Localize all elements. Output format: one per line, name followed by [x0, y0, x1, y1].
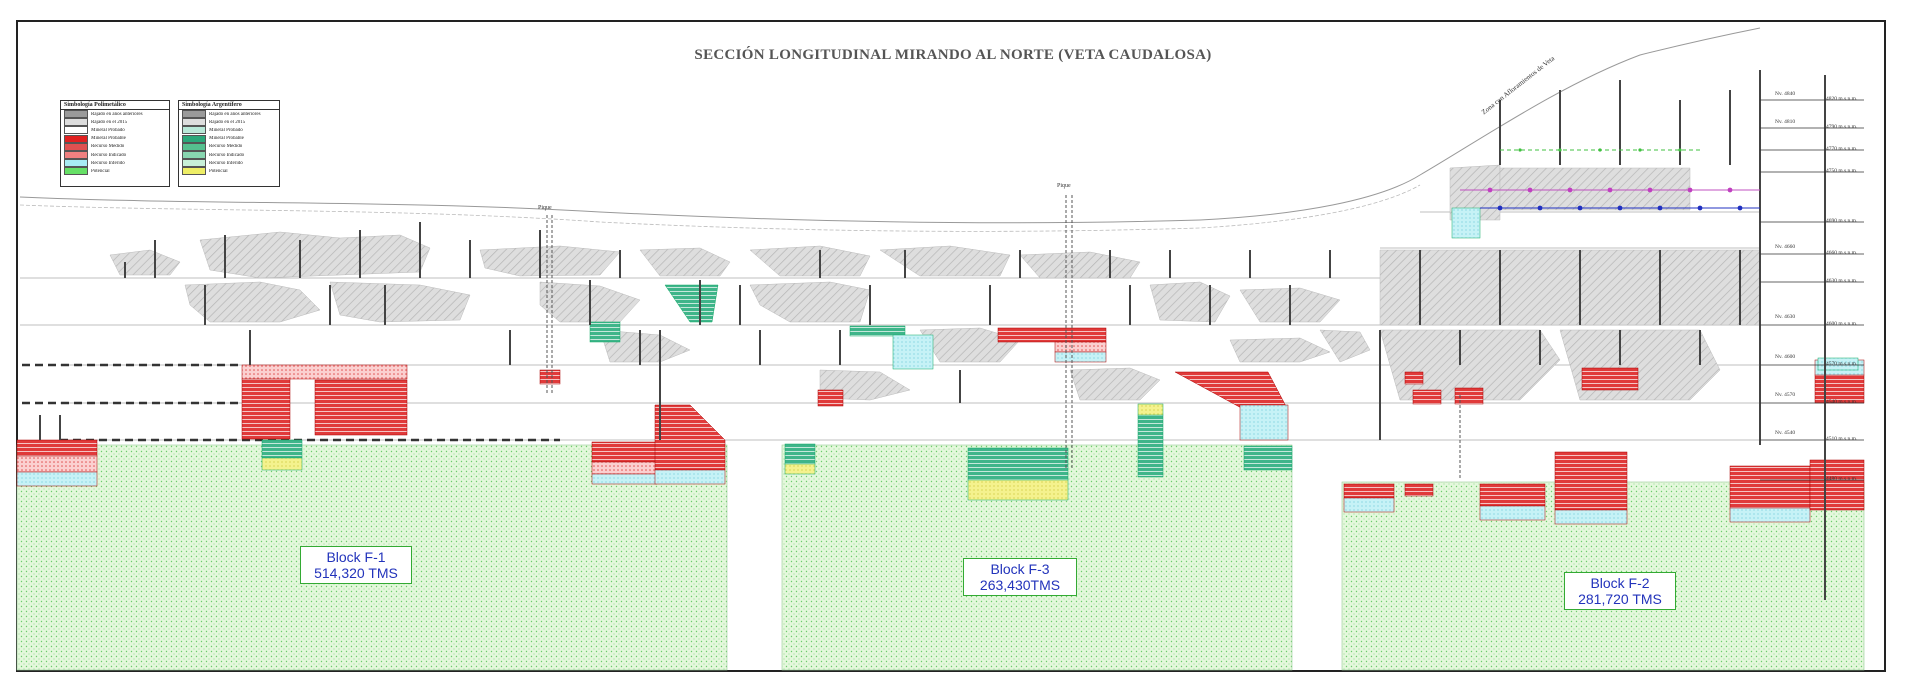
legend-argentiferous-row: Rajado en años anteriores: [179, 110, 279, 119]
legend-polymetallic: Simbología Polimetálico Rajado en años a…: [60, 100, 170, 187]
legend-polymetallic-label: Potencial: [91, 168, 110, 174]
legend-polymetallic-label: Recurso Inferido: [91, 160, 125, 166]
block-f2-label: Block F-2 281,720 TMS: [1564, 572, 1676, 610]
shafts: [546, 195, 1461, 480]
dashed-workings: [22, 363, 560, 442]
block-f3-tonnage: 263,430TMS: [979, 577, 1061, 593]
level-label: Nv. 4810: [1775, 119, 1796, 125]
vertical-workings: [39, 70, 1826, 600]
legend-argentiferous-label: Rajado en el 2015: [209, 119, 246, 125]
block-f1-tonnage: 514,320 TMS: [314, 565, 398, 581]
polymetallic-blocks: [16, 327, 1865, 525]
legend-polymetallic-row: Recurso Indicado: [61, 151, 169, 160]
elevation-label: 4820 m.s.n.m.: [1826, 96, 1858, 102]
elevation-label: 4570 m.s.n.m.: [1826, 361, 1858, 367]
legend-polymetallic-swatch: [64, 167, 88, 176]
legend-argentiferous-header: Simbología Argentífero: [179, 101, 279, 110]
legend-argentiferous-row: Rajado en el 2015: [179, 118, 279, 127]
argentiferous-blocks: [261, 207, 1859, 501]
legend-argentiferous-label: Recurso Medido: [209, 144, 243, 150]
legend-argentiferous-swatch: [182, 118, 206, 127]
legend-polymetallic-swatch: [64, 118, 88, 127]
legend-argentiferous: Simbología Argentífero Rajado en años an…: [178, 100, 280, 187]
legend-polymetallic-label: Recurso Medido: [91, 144, 125, 150]
drawing-frame: [16, 20, 1886, 672]
elevation-label: 4480 m.s.n.m.: [1826, 476, 1858, 482]
legend-polymetallic-swatch: [64, 151, 88, 160]
legend-polymetallic-row: Potencial: [61, 167, 169, 176]
elevation-label: 4660 m.s.n.m.: [1826, 250, 1858, 256]
legend-argentiferous-label: Mineral Probado: [209, 127, 243, 133]
level-label: Nv. 4630: [1775, 314, 1796, 320]
legend-polymetallic-row: Mineral Probado: [61, 126, 169, 135]
legend-polymetallic-swatch: [64, 110, 88, 119]
legend-argentiferous-row: Recurso Indicado: [179, 151, 279, 160]
legend-argentiferous-label: Recurso Indicado: [209, 152, 245, 158]
section-title: SECCIÓN LONGITUDINAL MIRANDO AL NORTE (V…: [694, 47, 1212, 63]
legend-argentiferous-swatch: [182, 151, 206, 160]
elevation-label: 4770 m.s.n.m.: [1826, 146, 1858, 152]
legend-polymetallic-row: Recurso Medido: [61, 142, 169, 151]
block-f3-name: Block F-3: [990, 561, 1050, 577]
legend-polymetallic-label: Rajado en años anteriores: [91, 111, 143, 117]
legend-polymetallic-swatch: [64, 126, 88, 135]
legend-argentiferous-row: Recurso Medido: [179, 142, 279, 151]
elevation-label: 4600 m.s.n.m.: [1826, 321, 1858, 327]
legend-polymetallic-header: Simbología Polimetálico: [61, 101, 169, 110]
level-label: Nv. 4570: [1775, 392, 1796, 398]
shaft-label-2: Pique: [1057, 183, 1071, 189]
legend-polymetallic-swatch: [64, 142, 88, 151]
legend-argentiferous-row: Mineral Probable: [179, 134, 279, 143]
legend-argentiferous-label: Mineral Probable: [209, 136, 244, 142]
legend-polymetallic-label: Rajado en el 2015: [91, 119, 128, 125]
legend-polymetallic-label: Mineral Probado: [91, 127, 125, 133]
elevation-label: 4510 m.s.n.m.: [1826, 436, 1858, 442]
level-label: Nv. 4660: [1775, 244, 1796, 250]
surface-topography: [19, 27, 1761, 232]
legend-polymetallic-row: Rajado en el 2015: [61, 118, 169, 127]
elevation-scale: [1760, 99, 1864, 481]
legend-argentiferous-swatch: [182, 142, 206, 151]
legend-argentiferous-row: Potencial: [179, 167, 279, 176]
block-f1-label: Block F-1 514,320 TMS: [300, 546, 412, 584]
legend-polymetallic-label: Mineral Probable: [91, 136, 126, 142]
elevation-label: 4540 m.s.n.m.: [1826, 399, 1858, 405]
level-label: Nv. 4840: [1775, 91, 1796, 97]
upper-workings: [1460, 148, 1760, 211]
block-f2-name: Block F-2: [1590, 575, 1650, 591]
legend-argentiferous-swatch: [182, 134, 206, 143]
legend-argentiferous-label: Rajado en años anteriores: [209, 111, 261, 117]
block-f1-name: Block F-1: [326, 549, 386, 565]
legend-polymetallic-row: Rajado en años anteriores: [61, 110, 169, 119]
block-f2-tonnage: 281,720 TMS: [1578, 591, 1662, 607]
legend-argentiferous-label: Potencial: [209, 168, 228, 174]
elevation-label: 4790 m.s.n.m.: [1826, 124, 1858, 130]
elevation-label: 4750 m.s.n.m.: [1826, 168, 1858, 174]
block-f3-label: Block F-3 263,430TMS: [963, 558, 1077, 596]
level-label: Nv. 4600: [1775, 354, 1796, 360]
legend-argentiferous-swatch: [182, 159, 206, 168]
legend-argentiferous-swatch: [182, 167, 206, 176]
legend-polymetallic-label: Recurso Indicado: [91, 152, 127, 158]
legend-polymetallic-swatch: [64, 134, 88, 143]
legend-polymetallic-row: Recurso Inferido: [61, 159, 169, 168]
elevation-label: 4630 m.s.n.m.: [1826, 278, 1858, 284]
legend-polymetallic-swatch: [64, 159, 88, 168]
shaft-label-1: Pique: [538, 205, 552, 211]
legend-argentiferous-swatch: [182, 110, 206, 119]
legend-argentiferous-swatch: [182, 126, 206, 135]
legend-argentiferous-row: Recurso Inferido: [179, 159, 279, 168]
level-label: Nv. 4540: [1775, 430, 1796, 436]
legend-argentiferous-label: Recurso Inferido: [209, 160, 243, 166]
legend-argentiferous-row: Mineral Probado: [179, 126, 279, 135]
elevation-label: 4690 m.s.n.m.: [1826, 218, 1858, 224]
legend-polymetallic-row: Mineral Probable: [61, 134, 169, 143]
